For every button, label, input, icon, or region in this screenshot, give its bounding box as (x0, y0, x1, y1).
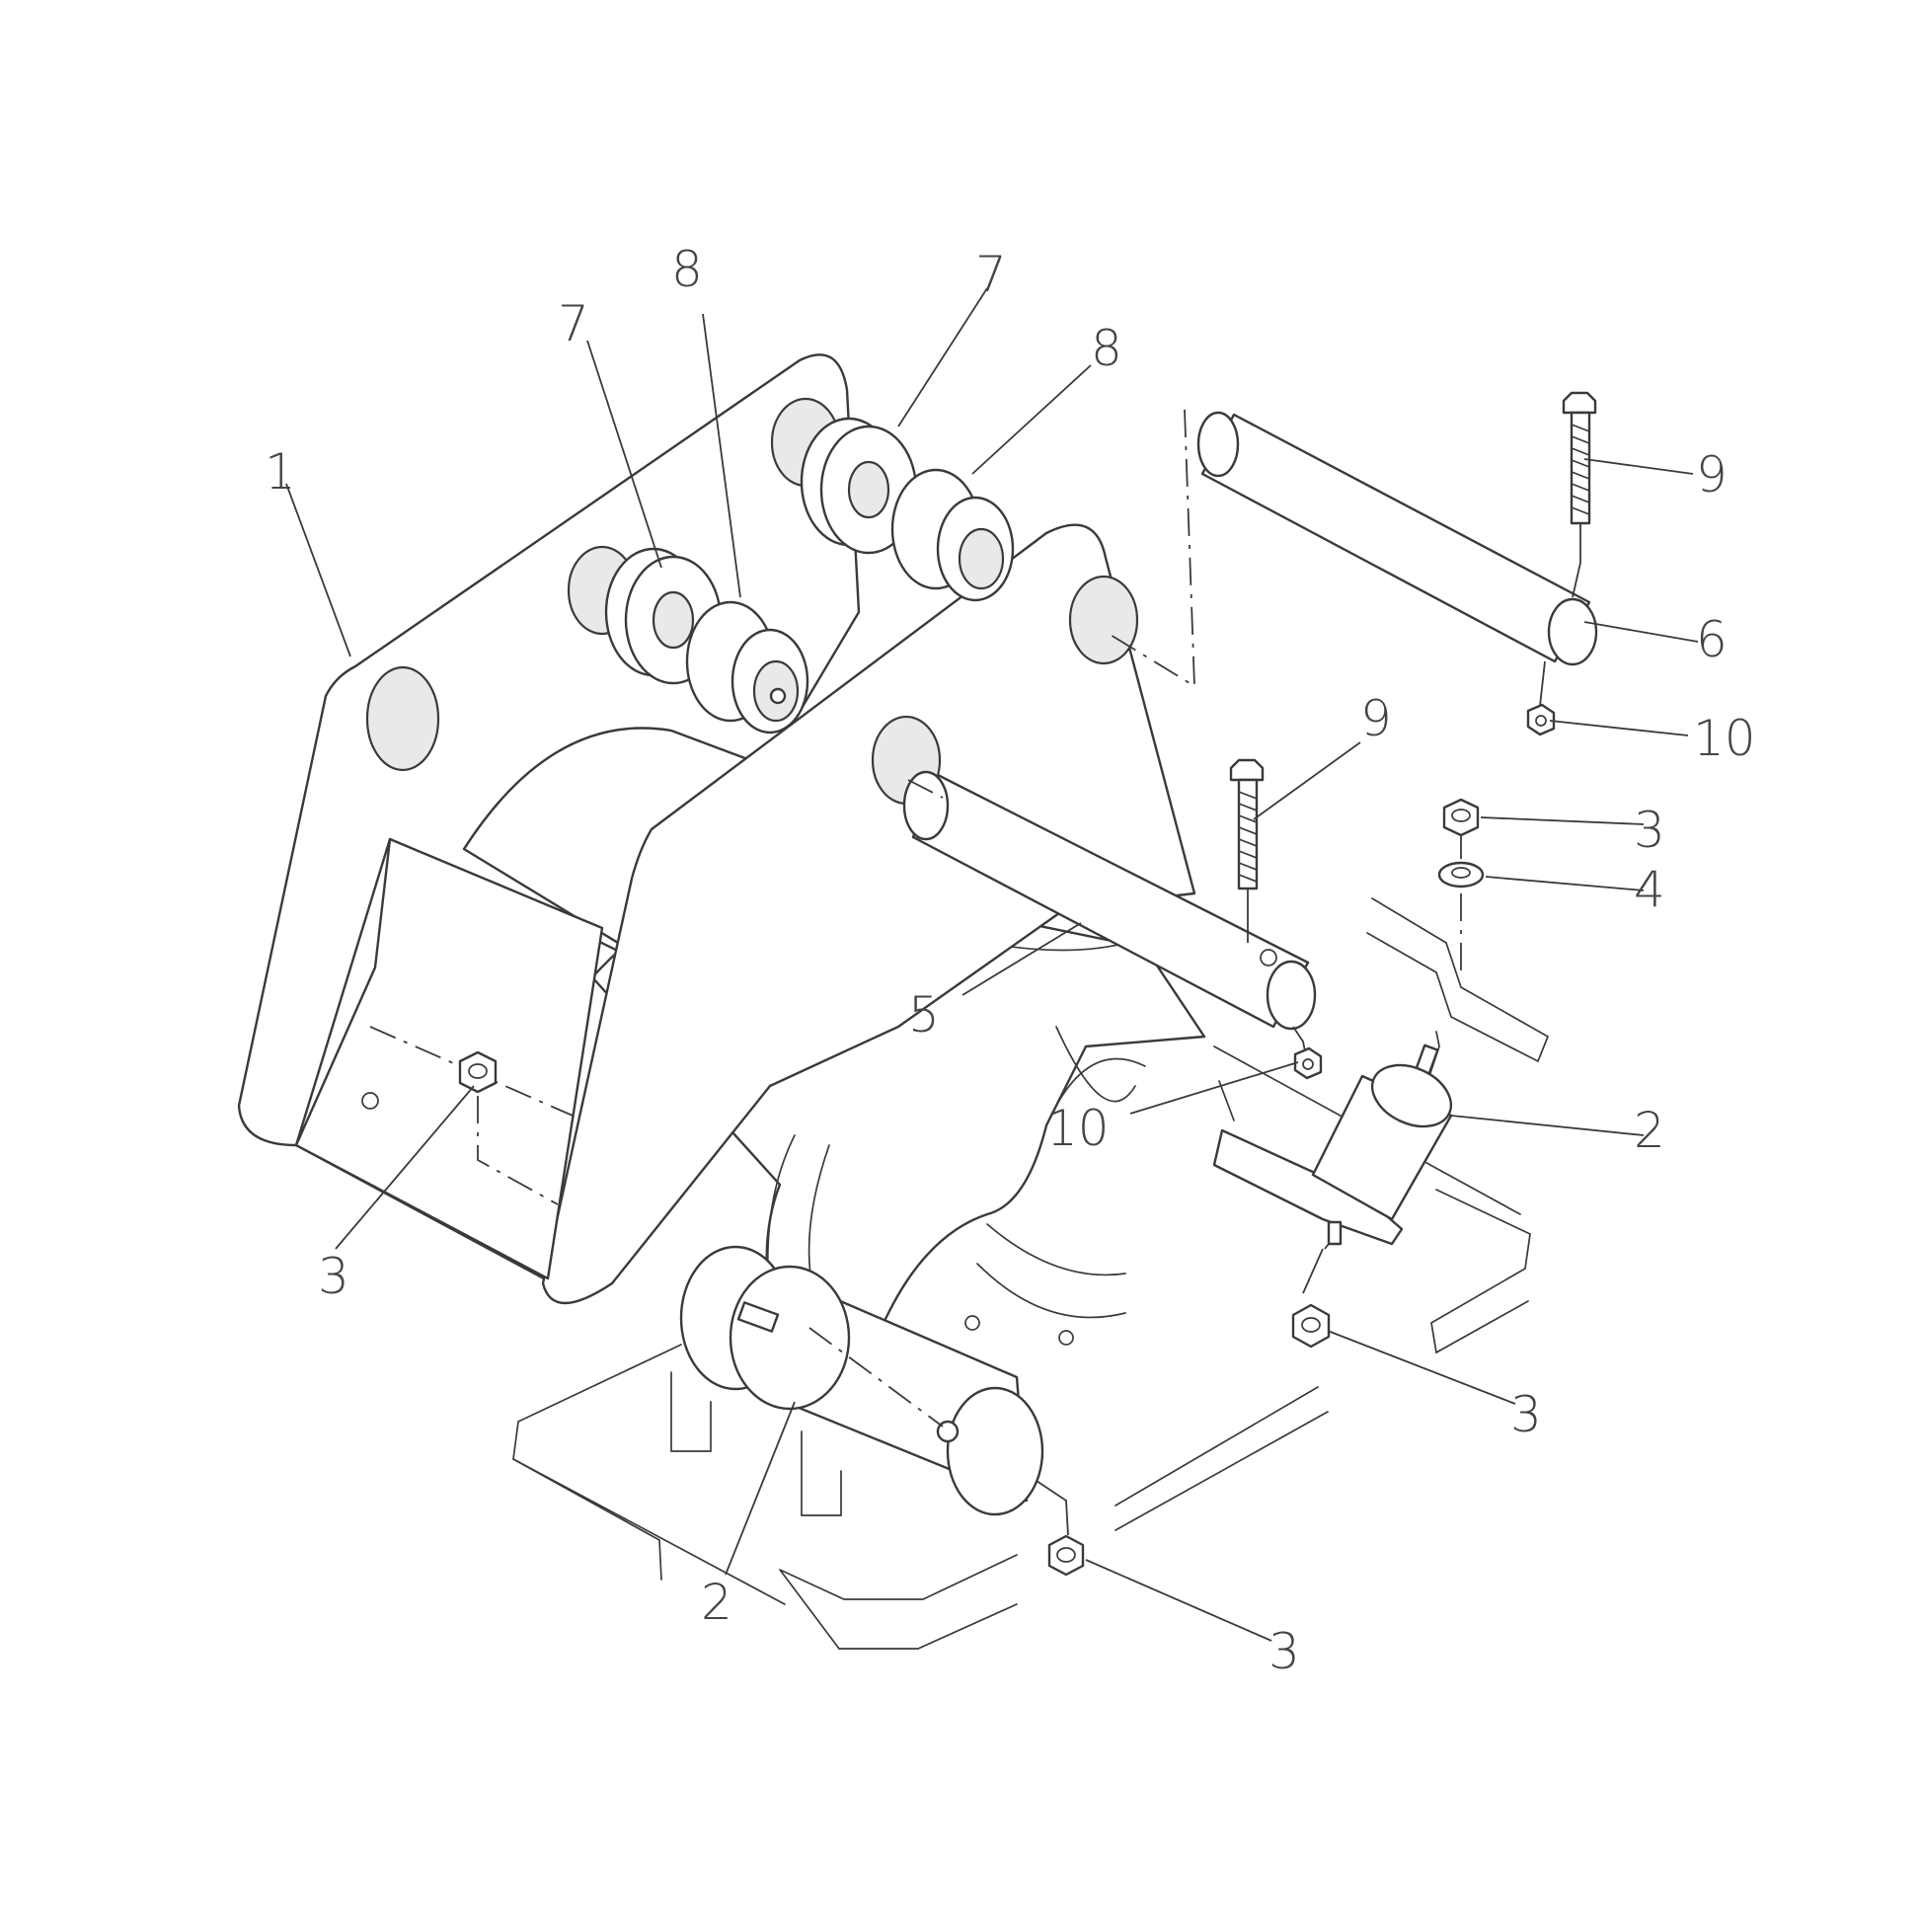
callout-4: 4 (1634, 861, 1665, 918)
leader-lines (285, 287, 1699, 1642)
nut-3-left (458, 1050, 559, 1205)
callout-3-upper-right: 3 (1634, 802, 1665, 859)
nut-10-upper (1526, 660, 1556, 736)
pin-6 (1105, 409, 1598, 688)
bolt-9-upper (1562, 391, 1597, 598)
callout-3-lower-right: 3 (1510, 1386, 1542, 1443)
washer-4 (1437, 861, 1485, 977)
callout-3-left: 3 (318, 1248, 349, 1305)
callout-9-upper: 9 (1696, 446, 1728, 503)
callout-2-right: 2 (1634, 1102, 1665, 1159)
callout-8-left: 8 (671, 241, 703, 298)
bolt-9-lower (1229, 758, 1265, 943)
callout-7-left: 7 (558, 295, 589, 352)
nut-10-lower (1292, 1026, 1323, 1080)
callout-2-lower: 2 (701, 1574, 732, 1631)
pin-5 (902, 770, 1317, 1031)
callout-6: 6 (1696, 611, 1728, 668)
callout-5: 5 (908, 986, 940, 1043)
bracket-tab (1366, 897, 1550, 1063)
spacer-ring-8-left (685, 600, 809, 734)
callout-10-lower: 10 (1046, 1100, 1110, 1157)
callout-9-lower: 9 (1360, 690, 1392, 747)
callout-8-right: 8 (1091, 320, 1122, 377)
callout-7-right: 7 (975, 246, 1007, 303)
base-frame (512, 1045, 1531, 1650)
isolator-mount-2-lower (670, 1245, 1069, 1536)
nut-3-lower-right (1291, 1303, 1331, 1349)
callout-labels: 1 2 2 3 3 3 3 4 5 6 7 7 8 8 9 9 10 10 (265, 241, 1756, 1680)
nut-3-upper-right (1442, 798, 1480, 859)
callout-1: 1 (265, 443, 296, 501)
spacer-ring-8-right (890, 468, 1015, 602)
isolator-mount-2-right (1212, 1031, 1453, 1294)
callout-10-upper: 10 (1693, 710, 1756, 767)
nut-3-bottom (1047, 1534, 1085, 1577)
callout-3-bottom: 3 (1268, 1623, 1300, 1680)
